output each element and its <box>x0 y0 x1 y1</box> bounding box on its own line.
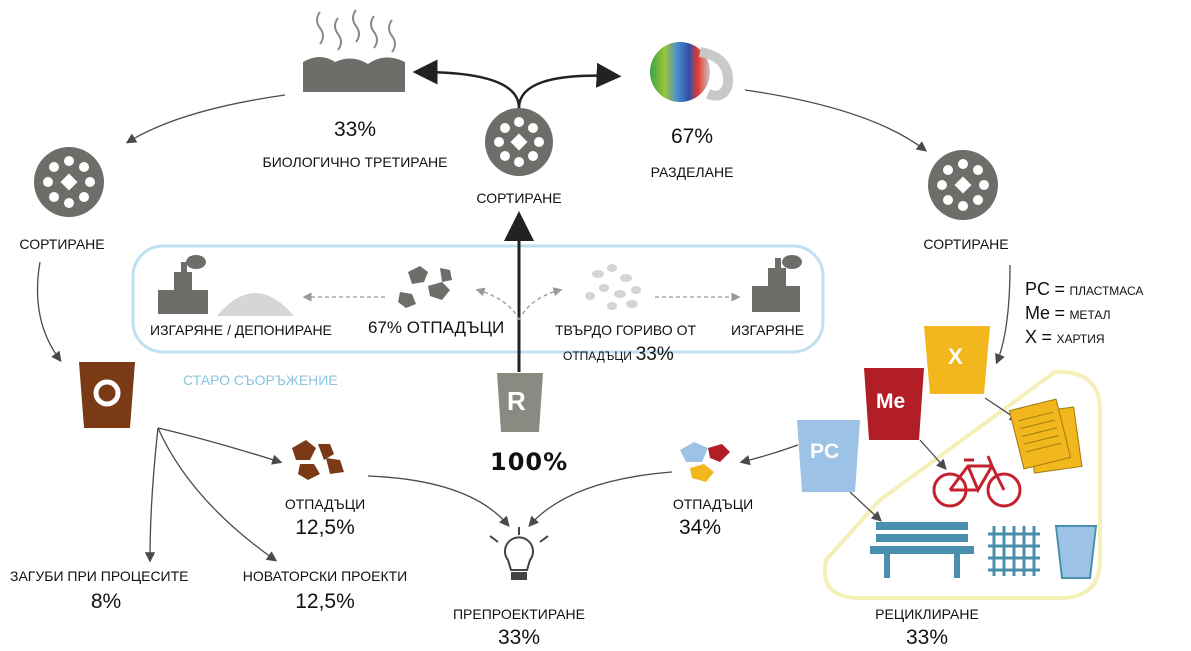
right-sorting-label: СОРТИРАНЕ <box>923 236 1009 252</box>
left-waste-percent: 12,5% <box>295 516 355 539</box>
sorting-drum-icon <box>928 150 998 220</box>
left-waste-label: ОТПАДЪЦИ <box>284 496 366 512</box>
yellow-bin-icon <box>924 326 990 394</box>
arrow-waste-right-to-redesign <box>528 471 673 527</box>
sorting-drum-icon <box>34 147 104 217</box>
landfill-mound-icon <box>217 293 294 316</box>
waste-blob-icon <box>680 442 730 482</box>
old-facility-title: СТАРО СЪОРЪЖЕНИЕ <box>183 372 338 388</box>
arrow-to-sep <box>517 62 622 109</box>
innovation-percent: 12,5% <box>295 590 355 613</box>
left-sorting-label: СОРТИРАНЕ <box>19 236 105 252</box>
sorting-drum-icon <box>485 108 553 176</box>
legend-metal: Me = МЕТАЛ <box>1025 303 1111 323</box>
recycle-label: РЕЦИКЛИРАНЕ <box>875 606 979 622</box>
bio-label: БИОЛОГИЧНО ТРЕТИРАНЕ <box>262 154 448 170</box>
arrow-pc-to-bench <box>849 491 882 522</box>
arrow-bin-to-waste <box>157 427 283 465</box>
arrow-pc-to-waste <box>739 444 799 466</box>
arrow-to-bio <box>412 59 521 109</box>
r-bin-letter: R <box>507 386 526 416</box>
legend-paper: X = ХАРТИЯ <box>1025 327 1105 347</box>
pellet-icon <box>585 264 641 310</box>
cup-icon <box>1054 525 1098 579</box>
burn-label: ИЗГАРЯНЕ <box>731 322 805 338</box>
loss-label: ЗАГУБИ ПРИ ПРОЦЕСИТЕ <box>10 568 189 584</box>
legend-plastic: PC = ПЛАСТМАСА <box>1025 279 1144 299</box>
right-waste-label: ОТПАДЪЦИ <box>672 496 754 512</box>
bio-percent: 33% <box>333 118 377 141</box>
burn-landfill-label: ИЗГАРЯНЕ / ДЕПОНИРАНЕ <box>150 322 332 338</box>
redesign-label: ПРЕПРОЕКТИРАНЕ <box>452 606 586 622</box>
right-waste-percent: 34% <box>678 516 722 539</box>
dash-to-waste67 <box>475 287 520 321</box>
old-facility-frame <box>131 244 825 354</box>
paper-bin-letter: X <box>948 344 963 369</box>
arrow-bin-to-loss <box>144 427 159 563</box>
plastic-bin-letter: PC <box>810 440 840 463</box>
grey-bin-icon <box>497 373 543 432</box>
steam-heap-icon <box>303 9 405 92</box>
bicycle-icon <box>932 455 1022 508</box>
paper-stack-icon <box>1008 398 1083 474</box>
arrow-waste-left-to-redesign <box>367 475 510 527</box>
loss-percent: 8% <box>90 590 122 613</box>
rdf-label-line2: ОТПАДЪЦИ 33% <box>563 344 674 366</box>
rdf-percent: 33% <box>635 344 674 365</box>
recycle-percent: 33% <box>905 626 949 649</box>
arrow-right-sort-to-bins <box>995 264 1011 365</box>
metal-bin-letter: Me <box>876 390 906 413</box>
arrow-bin-to-innov <box>157 427 278 562</box>
arrow-me-to-bike <box>919 439 947 470</box>
color-separation-icon <box>650 42 734 102</box>
innovation-label: НОВАТОРСКИ ПРОЕКТИ <box>242 568 408 584</box>
waste-blob-icon <box>292 440 344 480</box>
separation-label: РАЗДЕЛАНЕ <box>650 164 734 180</box>
rdf-label-line1: ТВЪРДО ГОРИВО ОТ <box>555 322 697 338</box>
separation-percent: 67% <box>670 125 714 148</box>
grid-icon <box>988 526 1040 576</box>
blue-bin-icon <box>797 420 860 492</box>
bulb-icon <box>489 527 549 580</box>
factory-icon <box>158 255 208 314</box>
arrow-left-sort-to-bin <box>36 261 62 363</box>
waste-blob-icon <box>398 266 452 308</box>
arrow-bio-to-left-sort <box>125 94 286 144</box>
bench-icon <box>870 522 974 578</box>
dash-to-rdf <box>518 287 563 321</box>
rdf-waste-text: ОТПАДЪЦИ <box>563 349 632 363</box>
brown-bin-icon <box>79 362 135 428</box>
red-bin-icon <box>864 368 924 440</box>
total-percent: 100% <box>490 448 569 476</box>
factory-icon <box>752 255 802 312</box>
waste-67-label: 67% ОТПАДЪЦИ <box>368 318 505 337</box>
redesign-percent: 33% <box>497 626 541 649</box>
center-sorting-label: СОРТИРАНЕ <box>476 190 562 206</box>
material-legend: PC = ПЛАСТМАСА Me = МЕТАЛ X = ХАРТИЯ <box>1025 278 1143 350</box>
recycle-frame <box>822 369 1102 600</box>
arrow-sep-to-right-sort <box>744 89 928 152</box>
